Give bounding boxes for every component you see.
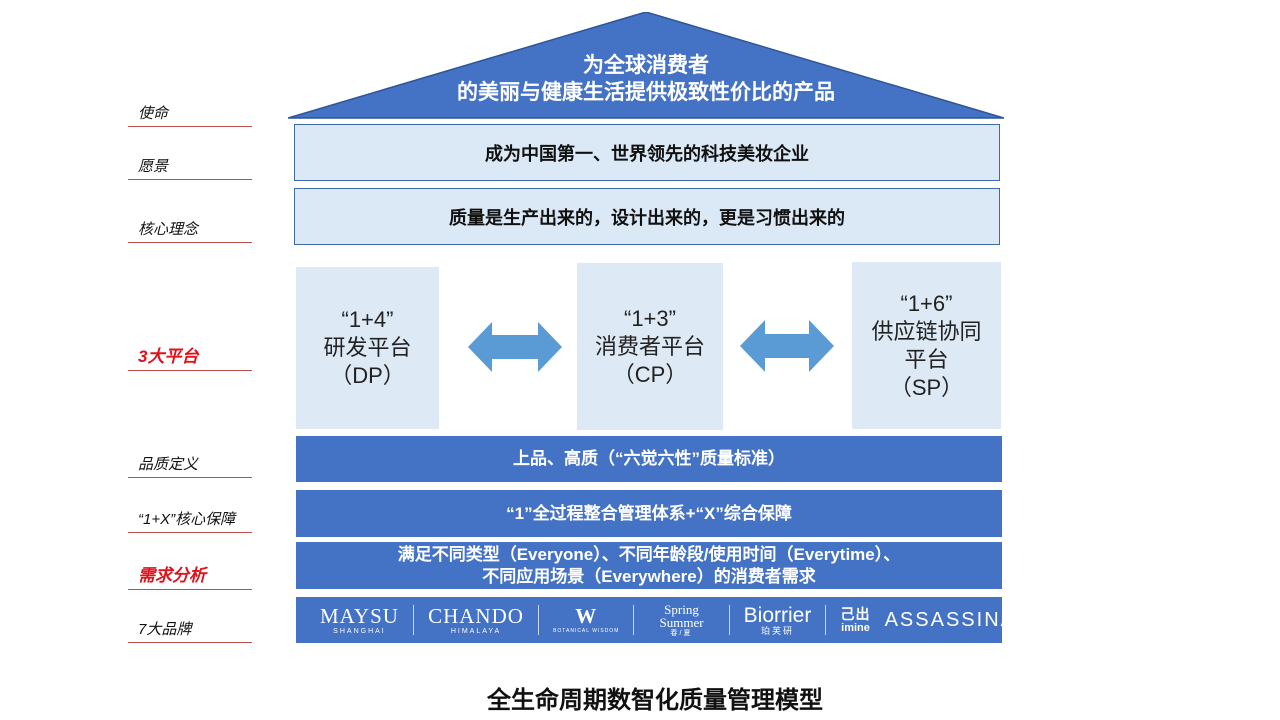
side-label-core-guarantee: “1+X”核心保障 (128, 508, 252, 533)
model-title: 全生命周期数智化质量管理模型 (487, 687, 823, 714)
platform-sp-line-4: （SP） (889, 374, 964, 400)
core-guarantee-text: “1”全过程整合管理体系+“X”综合保障 (506, 503, 792, 523)
platform-dp: “1+4” 研发平台 （DP） (296, 267, 439, 429)
platform-dp-line-3: （DP） (330, 363, 405, 388)
platform-cp-line-2: 消费者平台 (594, 333, 705, 359)
quality-definition-text: 上品、高质（“六觉六性”质量标准） (513, 449, 785, 468)
side-label-brands: 7大品牌 (128, 618, 252, 643)
side-label-demand-analysis: 需求分析 (128, 561, 252, 590)
brand-chando-logo: CHANDO HIMALAYA (428, 603, 524, 635)
demand-band: 满足不同类型（Everyone）、不同年龄段/使用时间（Everytime）、 … (296, 542, 1002, 589)
brand-biorrier-logo: Biorrier 珀芙研 (743, 603, 812, 636)
platform-sp-line-1: “1+6” (900, 290, 953, 316)
vision-text: 成为中国第一、世界领先的科技美妆企业 (485, 143, 809, 164)
core-concept-band: 质量是生产出来的，设计出来的，更是习惯出来的 (294, 188, 1000, 245)
brand-spring-summer-logo: Spring Summer 春/夏 (659, 601, 704, 637)
mission-line-2: 的美丽与健康生活提供极致性价比的产品 (457, 81, 835, 104)
side-label-platforms: 3大平台 (128, 342, 252, 371)
double-arrow-icon (468, 322, 562, 372)
platform-dp-line-2: 研发平台 (323, 335, 412, 360)
brand-imine-logo: 己出 imine (840, 606, 871, 634)
platform-cp-line-1: “1+3” (624, 305, 676, 331)
mission-text: 为全球消费者 的美丽与健康生活提供极致性价比的产品 (288, 52, 1004, 106)
brand-maysu-logo: MAYSU SHANGHAI (320, 603, 399, 635)
mission-roof (288, 12, 1004, 119)
demand-line-1: 满足不同类型（Everyone）、不同年龄段/使用时间（Everytime）、 (397, 544, 901, 564)
platform-sp-line-3: 平台 (904, 346, 949, 372)
brand-assassina-logo: ASSASSINA (884, 609, 1002, 631)
brand-divider (825, 605, 827, 635)
brand-divider (538, 605, 539, 635)
demand-line-2: 不同应用场景（Everywhere）的消费者需求 (482, 566, 816, 586)
platform-sp: “1+6” 供应链协同 平台 （SP） (852, 262, 1001, 429)
brand-divider (413, 605, 414, 635)
brand-divider (728, 605, 730, 635)
side-label-mission: 使命 (128, 102, 252, 127)
core-guarantee-band: “1”全过程整合管理体系+“X”综合保障 (296, 490, 1002, 537)
brand-divider (633, 605, 635, 635)
quality-definition-band: 上品、高质（“六觉六性”质量标准） (296, 436, 1002, 482)
side-label-quality-definition: 品质定义 (128, 453, 252, 478)
side-label-core-concept: 核心理念 (128, 218, 252, 243)
platform-dp-line-1: “1+4” (341, 307, 394, 332)
vision-band: 成为中国第一、世界领先的科技美妆企业 (294, 124, 1000, 181)
mission-line-1: 为全球消费者 (583, 54, 709, 77)
platform-cp-line-3: （CP） (612, 361, 688, 387)
brand-w-logo: W BOTANICAL WISDOM (553, 603, 620, 634)
double-arrow-icon (740, 320, 834, 372)
platform-cp: “1+3” 消费者平台 （CP） (577, 263, 723, 430)
platform-sp-line-2: 供应链协同 (871, 318, 982, 344)
brand-strip: MAYSU SHANGHAI CHANDO HIMALAYA W BOTANIC… (296, 597, 1002, 643)
core-concept-text: 质量是生产出来的，设计出来的，更是习惯出来的 (449, 207, 845, 228)
side-label-vision: 愿景 (128, 155, 252, 180)
